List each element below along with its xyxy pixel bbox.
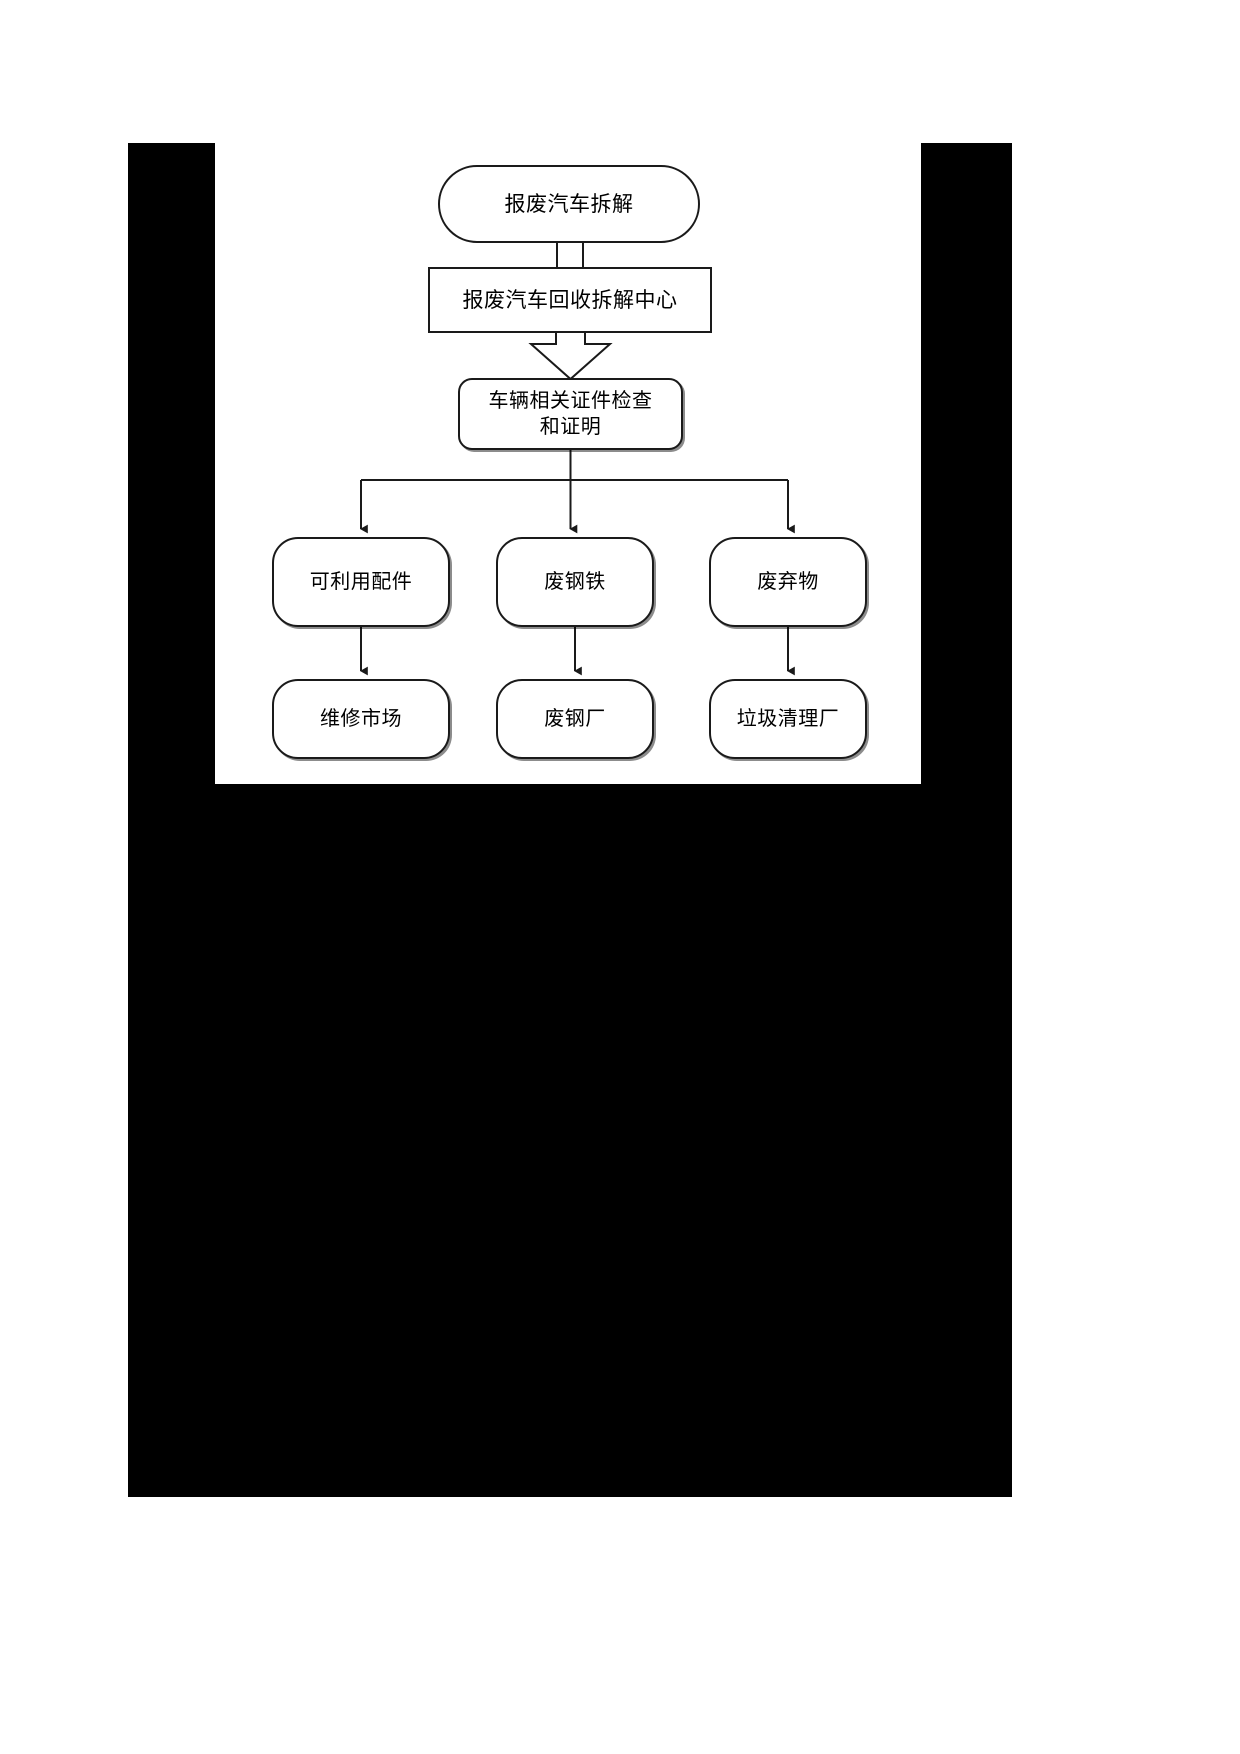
node-scrap-steel[interactable]: 废钢铁	[496, 537, 654, 627]
node-label: 废钢厂	[544, 706, 606, 731]
diagram-panel: 报废汽车拆解 报废汽车回收拆解中心 车辆相关证件检查 和证明 可利用配件 废钢铁…	[215, 143, 921, 784]
node-steel-plant[interactable]: 废钢厂	[496, 679, 654, 759]
diagram-stage: 报废汽车拆解 报废汽车回收拆解中心 车辆相关证件检查 和证明 可利用配件 废钢铁…	[215, 143, 921, 784]
edge-check-to-branches	[360, 450, 795, 534]
node-label: 车辆相关证件检查 和证明	[488, 388, 653, 438]
node-recycling-dismantling-center[interactable]: 报废汽车回收拆解中心	[428, 267, 712, 333]
node-label: 可利用配件	[309, 569, 413, 594]
node-label: 废弃物	[757, 569, 819, 594]
node-waste-material[interactable]: 废弃物	[709, 537, 867, 627]
node-label: 维修市场	[320, 706, 402, 731]
node-repair-market[interactable]: 维修市场	[272, 679, 450, 759]
node-scrap-car-dismantling[interactable]: 报废汽车拆解	[438, 165, 700, 243]
node-usable-parts[interactable]: 可利用配件	[272, 537, 450, 627]
node-label: 报废汽车拆解	[504, 191, 634, 216]
node-vehicle-document-check[interactable]: 车辆相关证件检查 和证明	[458, 378, 683, 450]
node-garbage-treatment-plant[interactable]: 垃圾清理厂	[709, 679, 867, 759]
node-label: 垃圾清理厂	[736, 706, 840, 731]
edge-center-to-check	[528, 332, 613, 381]
edge-start-to-center	[556, 243, 584, 269]
node-label: 报废汽车回收拆解中心	[462, 287, 678, 312]
node-label: 废钢铁	[544, 569, 606, 594]
